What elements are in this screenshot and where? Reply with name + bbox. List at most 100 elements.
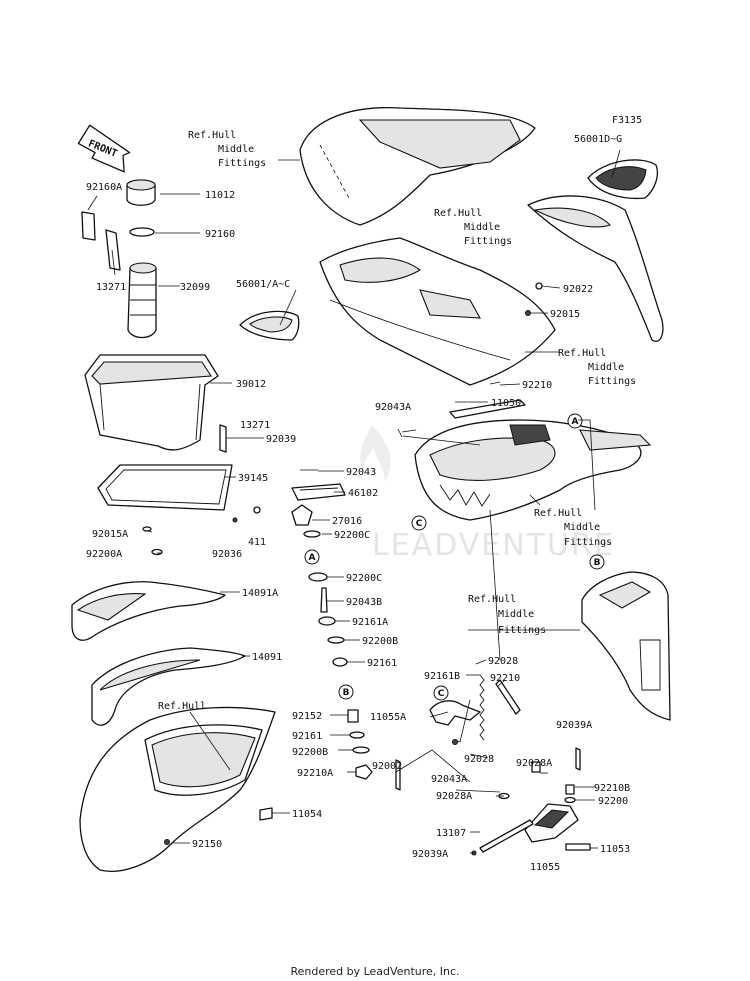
- label-92043: 92043: [346, 467, 376, 478]
- label-92200A: 92200A: [86, 549, 122, 560]
- part-92043B-bolt: [320, 587, 328, 613]
- rear-hull-deck: [79, 706, 276, 872]
- center-cowling: [319, 237, 556, 386]
- part-92200C-washer-a: [303, 530, 321, 538]
- label-92043B: 92043B: [346, 597, 382, 608]
- label-92043A: 92043A: [375, 402, 411, 413]
- part-92210b-spring: [495, 679, 521, 715]
- label-92161B: 92161B: [424, 671, 460, 682]
- label-39012: 39012: [236, 379, 266, 390]
- part-92161A-grommet: [318, 616, 336, 626]
- label-46102: 46102: [348, 488, 378, 499]
- label-11055A: 11055A: [370, 712, 406, 723]
- label-11012: 11012: [205, 190, 235, 201]
- label-92160: 92160: [205, 229, 235, 240]
- label-ref-hull-4-line3: Fittings: [564, 537, 612, 548]
- label-39145: 39145: [238, 473, 268, 484]
- part-11012-cap: [126, 179, 156, 206]
- right-fender-panel: [527, 195, 664, 342]
- label-ref-hull-2-line2: Middle: [464, 222, 500, 233]
- part-14091-seat: [91, 647, 246, 726]
- front-arrow-icon: FRONT: [77, 124, 131, 173]
- label-92200C-a: 92200C: [334, 530, 370, 541]
- part-92161b-grommet: [349, 731, 365, 739]
- part-13271-bracket: [105, 229, 121, 271]
- label-92028-a: 92028: [488, 656, 518, 667]
- part-92028Aa-nut: [531, 761, 541, 773]
- label-ref-hull: Ref.Hull: [158, 701, 206, 712]
- part-56001-mirror-left: [239, 310, 300, 341]
- part-13107-rod: [479, 819, 534, 853]
- label-ref-hull-3-line1: Ref.Hull: [558, 348, 606, 359]
- label-92022: 92022: [563, 284, 593, 295]
- label-92028A-a: 92028A: [516, 758, 552, 769]
- diagram-code: F3135: [612, 115, 642, 126]
- part-92200B-washer: [327, 636, 345, 644]
- part-92036-screw: [232, 517, 238, 523]
- label-11055: 11055: [530, 862, 560, 873]
- label-ref-hull-1-line3: Fittings: [218, 158, 266, 169]
- label-92161: 92161: [367, 658, 397, 669]
- part-92200C-washer-b: [308, 572, 328, 582]
- label-ref-hull-4-line2: Middle: [564, 522, 600, 533]
- label-ref-hull-3-line2: Middle: [588, 362, 624, 373]
- part-92160A-shape: [81, 211, 96, 241]
- part-14091A-cover: [71, 581, 226, 641]
- label-92210B: 92210B: [594, 783, 630, 794]
- label-92210: 92210: [522, 380, 552, 391]
- label-13271: 13271: [96, 282, 126, 293]
- ref-circle-c-top: C: [411, 515, 427, 531]
- label-92150: 92150: [192, 839, 222, 850]
- label-92002: 92002: [372, 761, 402, 772]
- label-92200: 92200: [598, 796, 628, 807]
- label-27016: 27016: [332, 516, 362, 527]
- label-92015A: 92015A: [92, 529, 128, 540]
- ref-circle-b-top: B: [589, 554, 605, 570]
- ref-circle-c-lower: C: [433, 685, 449, 701]
- label-56001AC: 56001/A~C: [236, 279, 290, 290]
- svg-text:B: B: [594, 558, 601, 568]
- part-92161B-spring: [479, 674, 485, 741]
- part-11055A-bracket: [429, 700, 481, 726]
- part-46102-latch: [291, 483, 346, 501]
- part-13271b-bracket: [219, 424, 227, 453]
- label-92039A-b: 92039A: [412, 849, 448, 860]
- part-411-washer: [253, 506, 261, 514]
- part-32099-pipe: [127, 262, 157, 339]
- svg-text:C: C: [416, 519, 423, 529]
- leader-lines: [87, 149, 621, 854]
- part-39145-gasket: [97, 464, 233, 511]
- part-39012-storage-bucket: [84, 354, 219, 451]
- label-ref-hull-5-line2: Middle: [498, 609, 534, 620]
- part-92022-washer: [535, 282, 543, 290]
- label-13271b: 13271: [240, 420, 270, 431]
- part-92043Ab-bolt: [452, 739, 458, 745]
- label-92210A: 92210A: [297, 768, 333, 779]
- label-92161A: 92161A: [352, 617, 388, 628]
- part-92200-washer: [564, 796, 576, 804]
- part-11050-bracket: [449, 399, 526, 419]
- label-ref-hull-1-line2: Middle: [218, 144, 254, 155]
- label-11054: 11054: [292, 809, 322, 820]
- watermark-flame-icon: [360, 425, 391, 482]
- svg-text:C: C: [438, 689, 445, 699]
- label-92200B-b: 92200B: [292, 747, 328, 758]
- part-92043A-bolt: [397, 428, 417, 438]
- label-92015: 92015: [550, 309, 580, 320]
- part-92150-bolt: [164, 839, 170, 845]
- footer-credit: Rendered by LeadVenture, Inc.: [290, 965, 459, 978]
- seat-base-assembly: [414, 419, 652, 521]
- label-92210-b: 92210: [490, 673, 520, 684]
- top-hull-fitting: [299, 106, 536, 226]
- label-ref-hull-3-line3: Fittings: [588, 376, 636, 387]
- label-ref-hull-2-line1: Ref.Hull: [434, 208, 482, 219]
- ref-circle-b-stack: B: [338, 684, 354, 700]
- svg-text:B: B: [343, 688, 350, 698]
- part-11054-clip: [259, 807, 273, 821]
- ref-circle-a-top: A: [567, 413, 583, 429]
- part-92161-grommet: [332, 657, 348, 667]
- label-411: 411: [248, 537, 266, 548]
- label-92039: 92039: [266, 434, 296, 445]
- svg-text:A: A: [309, 553, 316, 563]
